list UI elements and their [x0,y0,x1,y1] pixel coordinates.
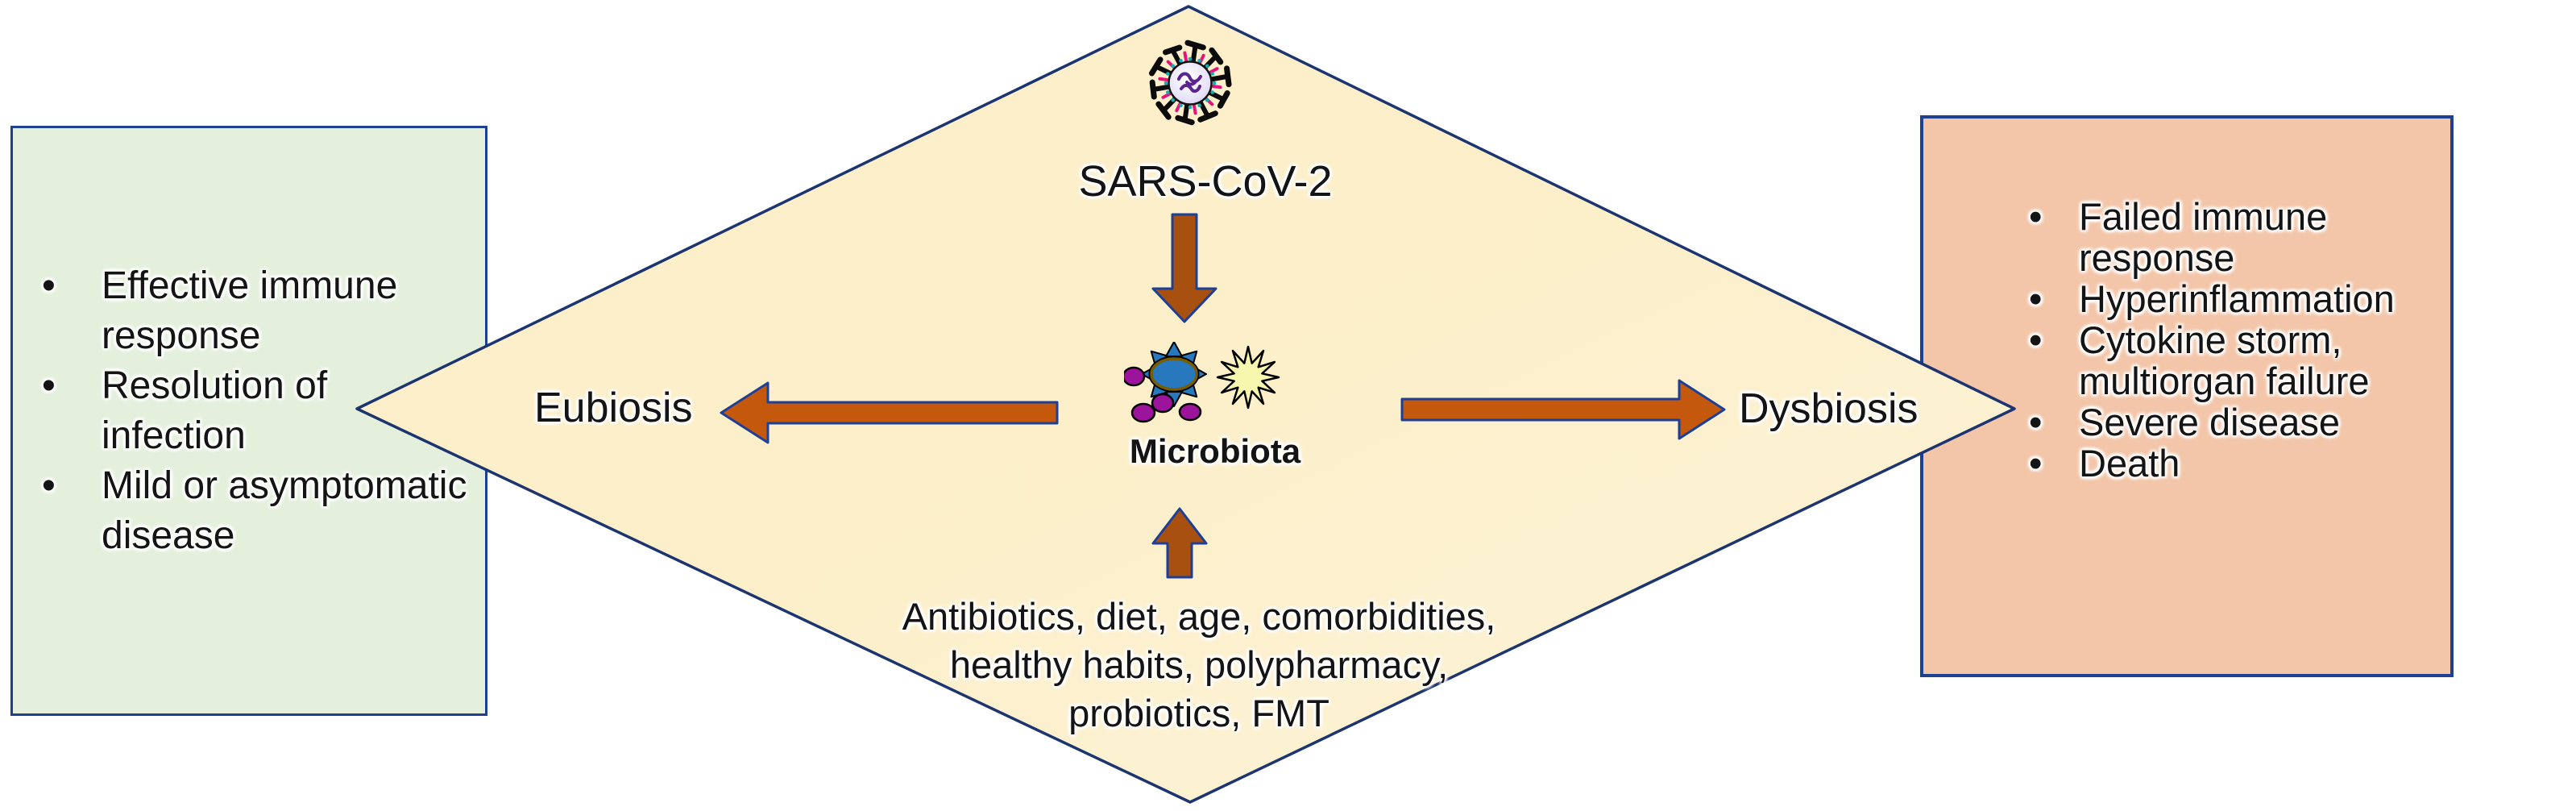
microbiota-label: Microbiota [1129,432,1301,470]
cocci-bacteria [1124,366,1202,423]
list-item-line: response [2079,236,2235,279]
bullet-dot: • [2029,401,2043,443]
list-item: • Resolution of infection [42,361,485,461]
list-item-line: Cytokine storm, [2079,318,2342,361]
left-arrow [720,381,1059,444]
list-item-text: Effective immune response [102,261,485,361]
bullet-dot: • [2029,318,2043,361]
virus-rna-squiggle [1177,72,1202,94]
list-item: • Death [2029,443,2450,484]
list-item: • Effective immune response [42,261,485,361]
bullet-dot: • [2029,442,2043,485]
dysbiosis-bullet-list: • Failed immune response • Hyperinflamma… [1923,119,2450,484]
dysbiosis-label: Dysbiosis [1739,385,1919,432]
list-item-line: Hyperinflammation [2079,277,2395,320]
list-item-line: response [102,314,261,357]
virus-spikes [1148,40,1232,126]
list-item-text: Cytokine storm, multiorgan failure [2079,319,2450,401]
list-item-text: Resolution of infection [102,361,485,461]
list-item-line: Death [2079,442,2180,485]
modulators-line: healthy habits, polypharmacy, [949,643,1449,686]
list-item-text: Failed immune response [2079,196,2450,278]
bullet-dot: • [2029,277,2043,320]
list-item-line: Resolution of [102,364,328,407]
bullet-dot: • [42,264,56,307]
starburst-microbe [1216,345,1280,410]
list-item-line: Failed immune [2079,195,2328,238]
right-arrow [1400,379,1726,440]
list-item-line: Effective immune [102,264,398,307]
virus-envelope-dots [1164,56,1217,110]
bullet-dot: • [2029,195,2043,238]
list-item-line: disease [102,514,235,557]
eubiosis-bullet-list: • Effective immune response • Resolution… [13,128,485,561]
list-item: • Failed immune response [2029,196,2450,278]
microbiota-cluster-icon [1124,342,1280,423]
modulators-line: Antibiotics, diet, age, comorbidities, [902,595,1496,638]
list-item: • Hyperinflammation [2029,278,2450,319]
down-arrow [1151,213,1217,323]
list-item-text: Hyperinflammation [2079,278,2450,319]
list-item-text: Death [2079,443,2450,484]
list-item-line: infection [102,414,246,457]
spiky-microbe [1141,342,1207,407]
list-item-line: Severe disease [2079,401,2340,443]
sars-cov-2-label: SARS-CoV-2 [1078,157,1333,206]
list-item-text: Severe disease [2079,401,2450,443]
list-item: • Cytokine storm, multiorgan failure [2029,319,2450,401]
dysbiosis-outcome-box: • Failed immune response • Hyperinflamma… [1920,115,2454,677]
modulators-text: Antibiotics, diet, age, comorbidities, h… [902,593,1496,738]
eubiosis-label: Eubiosis [534,385,693,431]
bullet-dot: • [42,464,56,507]
list-item: • Severe disease [2029,401,2450,443]
list-item-line: multiorgan failure [2079,360,2370,402]
sars-cov-2-virus-icon [1148,40,1232,126]
list-item-line: Mild or asymptomatic [102,464,467,507]
list-item-text: Mild or asymptomatic disease [102,461,485,561]
list-item: • Mild or asymptomatic disease [42,461,485,561]
modulators-line: probiotics, FMT [1068,692,1329,734]
up-arrow [1151,507,1208,579]
bullet-dot: • [42,364,56,407]
